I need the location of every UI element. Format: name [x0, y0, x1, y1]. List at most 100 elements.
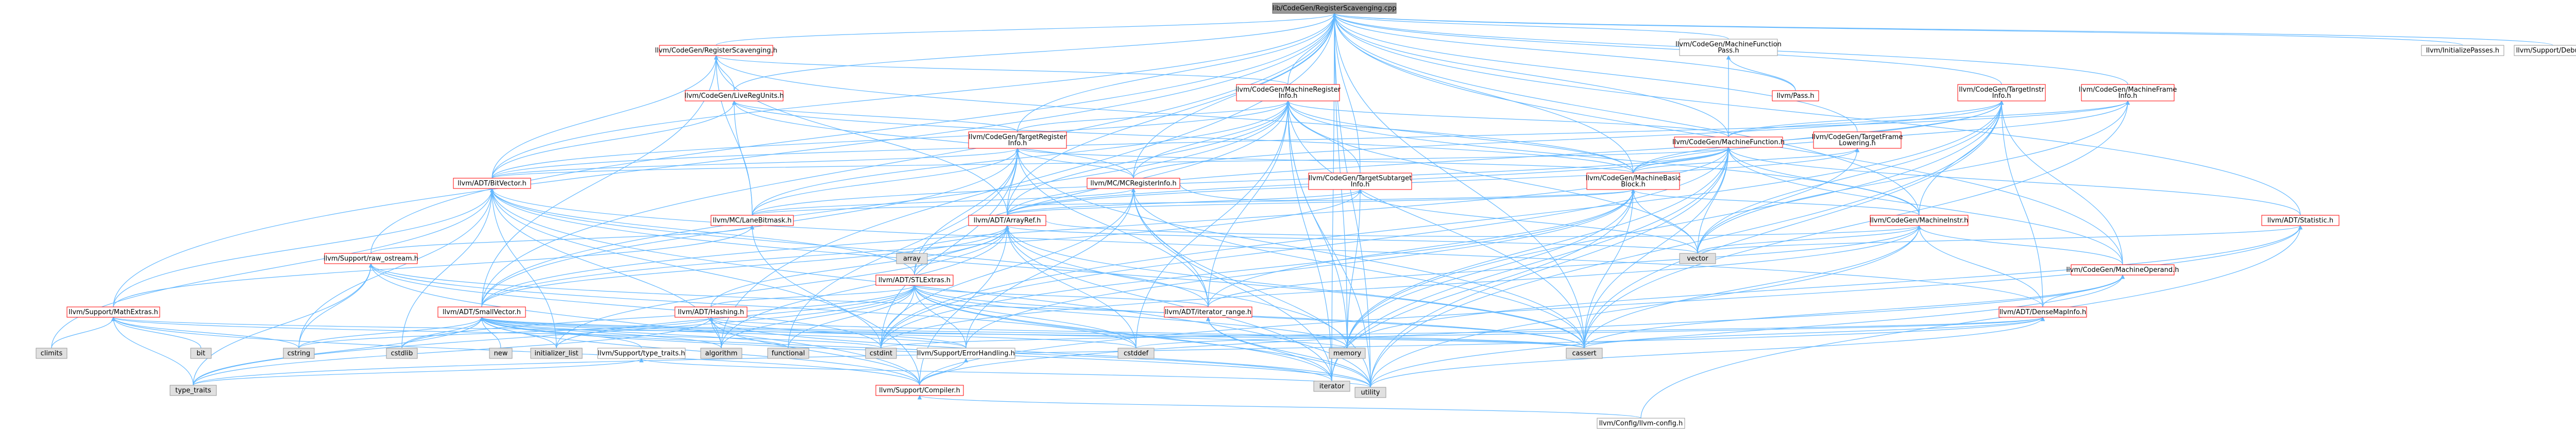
node-arrayref[interactable]: llvm/ADT/ArrayRef.h	[968, 215, 1046, 226]
edge-line	[1285, 100, 1332, 382]
node-initlist[interactable]: initializer_list	[530, 348, 583, 359]
edge-root-to-debug	[1332, 13, 2553, 46]
edge-line	[1332, 13, 1371, 388]
node-label: llvm/Support/Compiler.h	[879, 387, 960, 394]
edge-hashing-to-cstring	[298, 317, 713, 349]
edge-tii-to-arrayref	[1007, 100, 2004, 216]
node-cstdlib[interactable]: cstdlib	[386, 348, 418, 359]
edge-line	[1285, 100, 1729, 138]
node-cstdint[interactable]: cstdint	[865, 348, 897, 359]
edge-line	[489, 188, 557, 349]
edge-root-to-mathextras	[113, 13, 1337, 307]
node-label: Block.h	[1621, 181, 1646, 188]
node-statistic[interactable]: llvm/ADT/Statistic.h	[2261, 215, 2340, 226]
node-cstring[interactable]: cstring	[283, 348, 315, 359]
edge-line	[919, 358, 969, 386]
edge-root-to-smallvector	[481, 13, 1337, 307]
node-box	[710, 215, 794, 226]
edge-lanebitmask-to-compiler	[750, 225, 920, 386]
node-typetraits[interactable]: type_traits	[170, 385, 217, 396]
node-iterator[interactable]: iterator	[1313, 381, 1350, 392]
edge-root-to-utility	[1332, 13, 1371, 388]
edge-line	[1015, 148, 1209, 307]
edge-line	[111, 317, 1585, 349]
edge-mi-to-cassert	[1584, 225, 1922, 349]
edge-mathextras-to-climits	[51, 317, 116, 349]
node-typetraitsllvm[interactable]: llvm/Support/type_traits.h	[597, 348, 686, 359]
edge-line	[1633, 148, 1860, 174]
edge-line	[1584, 147, 1731, 349]
node-box	[66, 306, 160, 318]
node-functional[interactable]: functional	[767, 348, 809, 359]
edge-hashing-to-cassert	[709, 317, 1585, 349]
edge-line	[1726, 147, 1920, 216]
edge-line	[1332, 13, 2553, 46]
node-compiler[interactable]: llvm/Support/Compiler.h	[875, 385, 964, 396]
node-initpasses[interactable]: llvm/InitializePasses.h	[2421, 45, 2504, 56]
edge-arrayref-to-memory	[1005, 225, 1348, 349]
edge-line	[1005, 225, 1585, 349]
node-climits[interactable]: climits	[36, 348, 67, 359]
node-lru[interactable]: llvm/CodeGen/LiveRegUnits.h	[685, 90, 784, 101]
edge-root-to-tii	[1332, 13, 2002, 85]
node-debug[interactable]: llvm/Support/Debug.h	[2514, 45, 2576, 56]
graph-nodes: lib/CodeGen/RegisterScavenging.cppllvm/C…	[36, 3, 2576, 429]
edge-rs-to-mri	[714, 55, 1289, 85]
node-box	[674, 306, 748, 318]
node-rs[interactable]: llvm/CodeGen/RegisterScavenging.h	[655, 45, 777, 56]
node-config[interactable]: llvm/Config/llvm-config.h	[1597, 418, 1685, 429]
node-smallvector[interactable]: llvm/ADT/SmallVector.h	[437, 306, 526, 318]
edge-mf-to-bitvector	[492, 147, 1731, 179]
edge-mri-to-cassert	[1285, 100, 1585, 349]
edge-line	[752, 100, 1291, 216]
node-iterrange[interactable]: llvm/ADT/iterator_range.h	[1164, 306, 1252, 318]
edge-line	[401, 317, 484, 349]
edge-line	[1370, 317, 2045, 388]
node-array[interactable]: array	[896, 253, 928, 264]
node-mf[interactable]: llvm/CodeGen/MachineFunction.h	[1672, 136, 1785, 148]
edge-stlextras-to-functional	[788, 285, 917, 349]
node-mo[interactable]: llvm/CodeGen/MachineOperand.h	[2066, 264, 2179, 276]
node-bit[interactable]: bit	[190, 348, 212, 359]
node-cstddef[interactable]: cstddef	[1117, 348, 1155, 359]
node-memory[interactable]: memory	[1329, 348, 1366, 359]
edge-line	[912, 285, 967, 349]
edge-tii-to-mcreginfo	[1133, 100, 2004, 179]
node-stlextras[interactable]: llvm/ADT/STLExtras.h	[875, 274, 954, 286]
edge-mbb-to-iterator	[1331, 189, 1636, 382]
edge-rawos-to-cstdint	[368, 263, 882, 349]
edge-line	[1007, 100, 2004, 216]
node-hashing[interactable]: llvm/ADT/Hashing.h	[674, 306, 748, 318]
node-label: climits	[41, 350, 63, 357]
node-mcreginfo[interactable]: llvm/MC/MCRegisterInfo.h	[1087, 178, 1180, 189]
node-mathextras[interactable]: llvm/Support/MathExtras.h	[66, 306, 160, 318]
node-mi[interactable]: llvm/CodeGen/MachineInstr.h	[1870, 215, 1969, 226]
node-rawos[interactable]: llvm/Support/raw_ostream.h	[324, 253, 418, 264]
node-box	[386, 348, 418, 359]
node-lanebitmask[interactable]: llvm/MC/LaneBitmask.h	[710, 215, 794, 226]
edge-line	[1005, 225, 1332, 382]
edge-mf-to-lanebitmask	[752, 147, 1731, 216]
edge-line	[369, 263, 1585, 349]
node-errorhandling[interactable]: llvm/Support/ErrorHandling.h	[917, 348, 1015, 359]
edge-mri-to-memory	[1285, 100, 1348, 349]
node-dmi[interactable]: llvm/ADT/DenseMapInfo.h	[1998, 306, 2087, 318]
node-vector[interactable]: vector	[1679, 253, 1716, 264]
node-utility[interactable]: utility	[1354, 387, 1386, 398]
node-bitvector[interactable]: llvm/ADT/BitVector.h	[453, 178, 531, 189]
edge-root-to-tfl	[1332, 13, 1858, 132]
edge-line	[1332, 13, 1858, 132]
node-label: llvm/CodeGen/LiveRegUnits.h	[685, 92, 784, 100]
node-pass[interactable]: llvm/Pass.h	[1772, 90, 1819, 101]
node-cassert[interactable]: cassert	[1566, 348, 1603, 359]
node-new[interactable]: new	[489, 348, 513, 359]
node-algorithm[interactable]: algorithm	[700, 348, 742, 359]
